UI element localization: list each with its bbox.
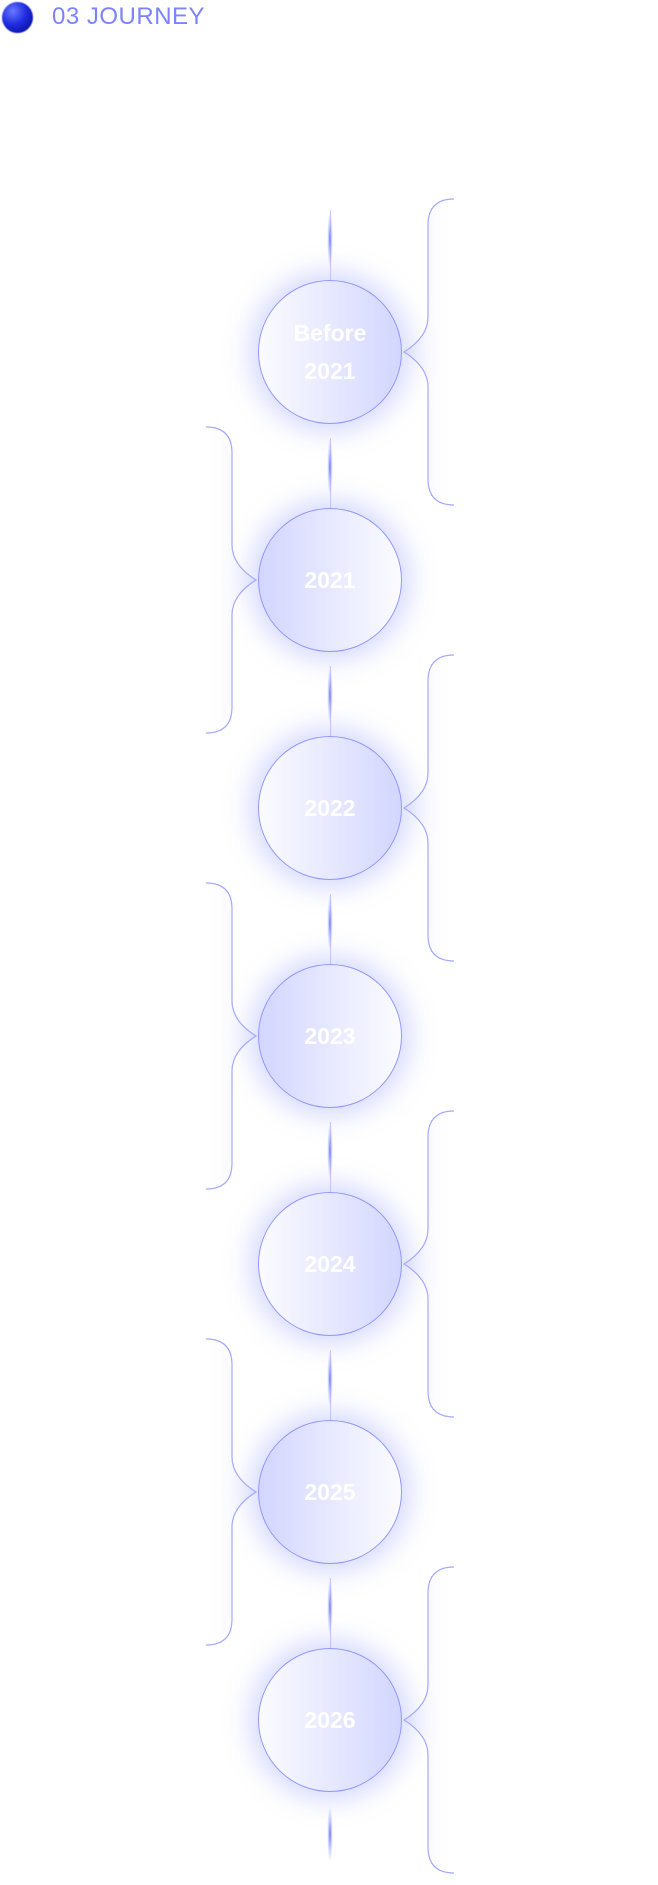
timeline-connector-line: [330, 1578, 331, 1648]
timeline-connector-line: [330, 894, 331, 964]
sphere-icon: [2, 1, 33, 33]
timeline-bracket: [402, 1110, 455, 1418]
timeline-node[interactable]: Before 2021: [258, 280, 402, 424]
timeline-year-label: 2025: [304, 1479, 356, 1505]
timeline-year-label: 2023: [304, 1023, 356, 1049]
section-header: 03 JOURNEY: [0, 0, 205, 34]
timeline-connector: [326, 1794, 334, 1874]
timeline-node[interactable]: 2025: [258, 1420, 402, 1564]
timeline-bracket: [205, 882, 258, 1190]
timeline-year-label: 2024: [304, 1251, 356, 1277]
section-title: 03 JOURNEY: [52, 3, 206, 30]
timeline-bracket: [402, 1566, 455, 1874]
timeline-year-label: 2026: [304, 1707, 356, 1733]
timeline-connector-line: [330, 1122, 331, 1192]
timeline-node[interactable]: 2023: [258, 964, 402, 1108]
timeline-year-label: Before: [293, 320, 367, 346]
timeline-connector-line: [330, 438, 331, 508]
timeline-connector-line: [330, 666, 331, 736]
timeline-year-label: 2022: [304, 795, 356, 821]
timeline-bracket: [402, 198, 455, 506]
timeline-bracket: [205, 426, 258, 734]
timeline-node[interactable]: 2026: [258, 1648, 402, 1792]
timeline-bracket: [402, 654, 455, 962]
timeline-node[interactable]: 2024: [258, 1192, 402, 1336]
timeline-year-label: 2021: [304, 358, 356, 384]
timeline-connector-line: [330, 1350, 331, 1420]
timeline-connector-line: [330, 210, 331, 280]
timeline-bracket: [205, 1338, 258, 1646]
timeline-year-label: 2021: [304, 567, 356, 593]
timeline-node[interactable]: 2022: [258, 736, 402, 880]
timeline-node[interactable]: 2021: [258, 508, 402, 652]
